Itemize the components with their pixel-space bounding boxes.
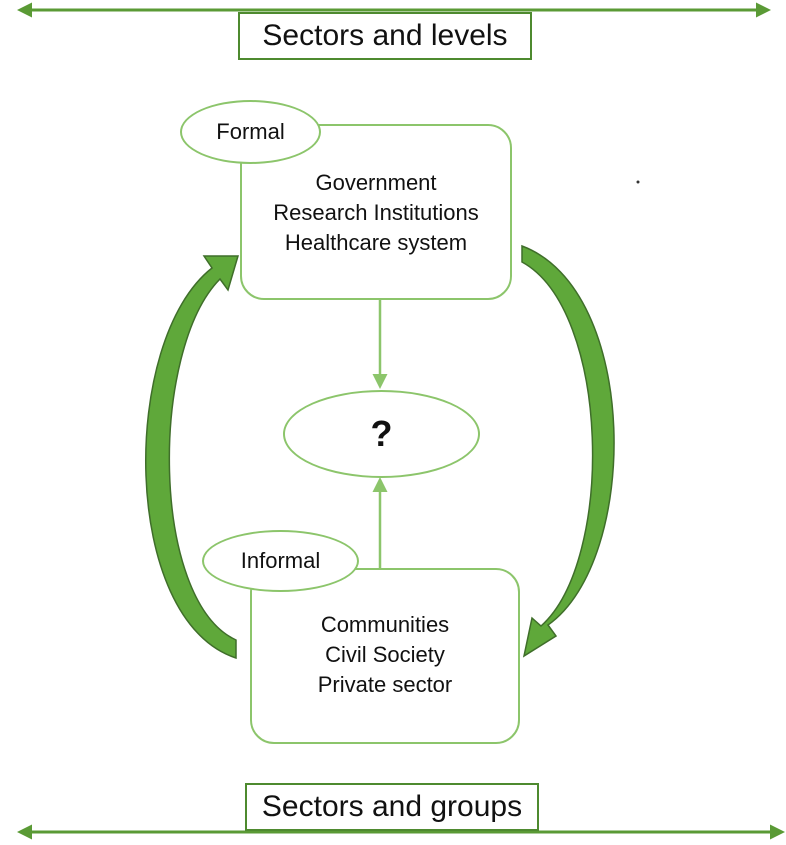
formal-label-ellipse: Formal — [180, 100, 321, 164]
center-ellipse: ? — [283, 390, 480, 478]
right-curved-arrow — [521, 244, 615, 658]
formal-box: Government Research Institutions Healthc… — [240, 124, 512, 300]
left-curved-arrow — [145, 255, 240, 660]
top-banner: Sectors and levels — [238, 12, 532, 60]
informal-item: Civil Society — [325, 642, 445, 667]
informal-item: Communities — [320, 612, 450, 637]
informal-label: Informal — [240, 548, 321, 573]
formal-label: Formal — [216, 119, 285, 144]
informal-item: Private sector — [317, 672, 453, 697]
stray-dot — [636, 180, 640, 184]
informal-box: Communities Civil Society Private sector — [250, 568, 520, 744]
formal-item: Research Institutions — [273, 200, 479, 225]
formal-item: Government — [315, 170, 437, 195]
formal-item: Healthcare system — [284, 230, 468, 255]
center-question: ? — [370, 413, 393, 454]
bottom-banner: Sectors and groups — [245, 783, 539, 831]
informal-label-ellipse: Informal — [202, 530, 359, 592]
top-banner-label: Sectors and levels — [262, 19, 508, 52]
bottom-banner-label: Sectors and groups — [261, 790, 523, 823]
